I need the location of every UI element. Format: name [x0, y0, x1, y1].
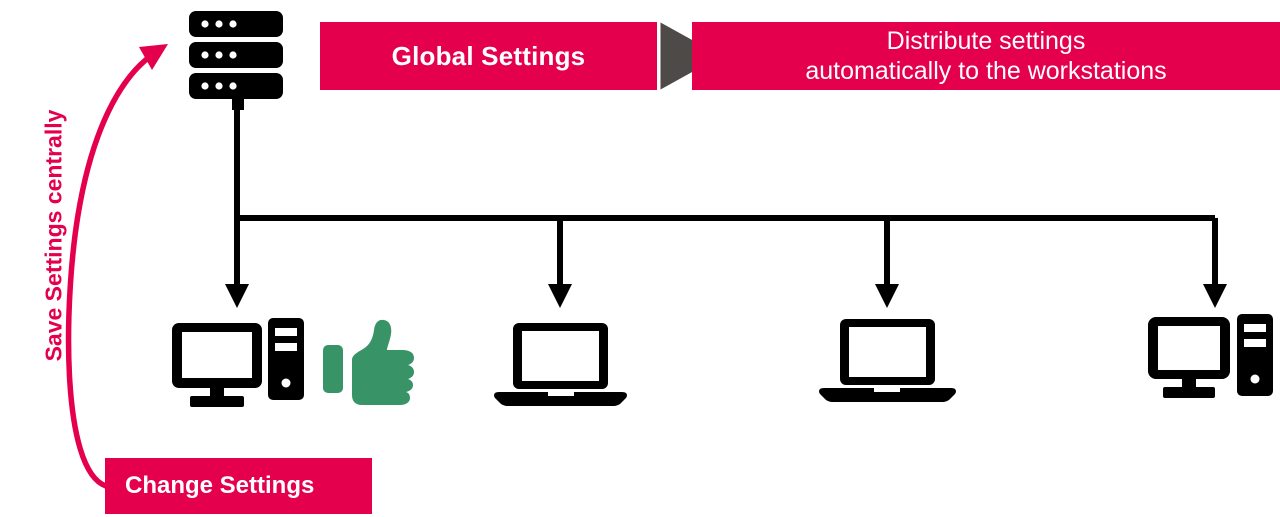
- side-label-save-settings-centrally: Save Settings centrally: [40, 109, 67, 362]
- arrowhead-4: [1203, 284, 1227, 308]
- banner-global-settings-label: Global Settings: [391, 40, 586, 71]
- laptop-icon: [494, 323, 627, 406]
- banner-global-settings[interactable]: Global Settings: [320, 22, 657, 90]
- banner-change-settings[interactable]: Change Settings: [105, 458, 372, 514]
- desktop-computer-icon: [1148, 314, 1273, 398]
- laptop-icon: [819, 319, 956, 402]
- banner-distribute-settings-text: Distribute settings automatically to the…: [805, 26, 1166, 87]
- arrowhead-1: [225, 284, 249, 308]
- banner-distribute-settings[interactable]: Distribute settings automatically to the…: [692, 22, 1280, 90]
- thumbs-up-icon: [323, 319, 414, 405]
- arrowhead-3: [875, 284, 899, 308]
- distribute-line-1: Distribute settings: [886, 26, 1086, 55]
- desktop-computer-icon: [172, 318, 304, 407]
- banner-change-settings-label: Change Settings: [125, 472, 315, 499]
- arrowhead-2: [548, 284, 572, 308]
- distribute-line-2: automatically to the workstations: [805, 57, 1167, 85]
